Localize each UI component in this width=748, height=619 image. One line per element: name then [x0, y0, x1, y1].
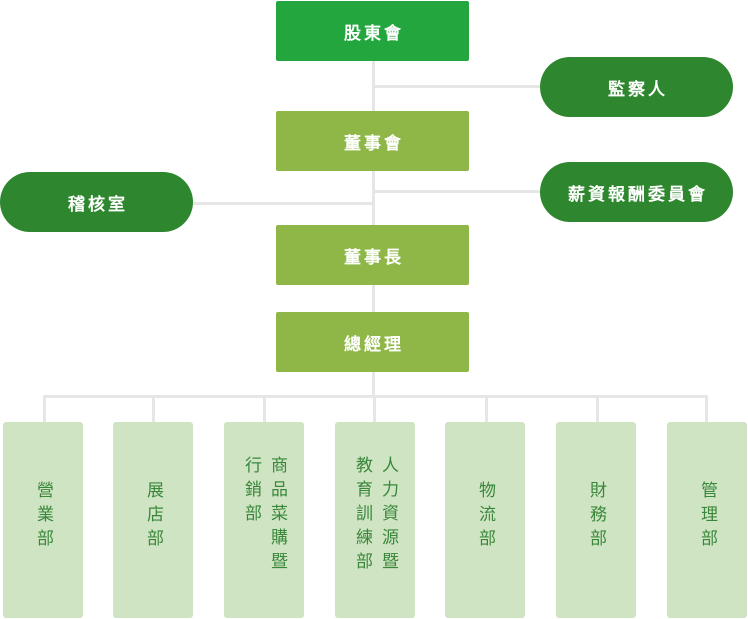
department-label: 管理部 — [697, 481, 717, 553]
department-logistics[interactable]: 物流部 — [445, 422, 525, 618]
department-label: 財務部 — [586, 481, 606, 553]
node-label: 董事會 — [344, 133, 404, 154]
connector-dept-drop — [596, 395, 599, 422]
department-label: 人力資源暨教育訓練部 — [352, 456, 398, 576]
node-supervisors[interactable]: 監察人 — [540, 57, 733, 117]
connector-dept-drop — [705, 395, 708, 422]
node-general-manager[interactable]: 總經理 — [276, 312, 469, 372]
node-audit-office[interactable]: 稽核室 — [0, 172, 193, 232]
connector-supervisors — [375, 85, 541, 88]
node-label: 監察人 — [608, 79, 668, 100]
node-shareholders-meeting[interactable]: 股東會 — [276, 1, 469, 61]
connector-dept-drop — [373, 395, 376, 422]
connector-dept-drop — [263, 395, 266, 422]
node-board-of-directors[interactable]: 董事會 — [276, 111, 469, 171]
node-label: 股東會 — [344, 23, 404, 44]
department-merchandising-marketing[interactable]: 商品菜購暨行銷部 — [224, 422, 304, 618]
connector-audit-office — [192, 202, 373, 205]
department-label: 商品菜購暨行銷部 — [241, 456, 287, 576]
department-administration[interactable]: 管理部 — [667, 422, 747, 618]
department-store-expansion[interactable]: 展店部 — [113, 422, 193, 618]
connector-dept-drop — [485, 395, 488, 422]
node-label: 總經理 — [344, 334, 404, 355]
node-label: 薪資報酬委員會 — [568, 184, 708, 205]
connector-dept-drop — [152, 395, 155, 422]
node-label: 董事長 — [344, 247, 404, 268]
department-label: 展店部 — [143, 481, 163, 553]
node-compensation-committee[interactable]: 薪資報酬委員會 — [540, 162, 733, 222]
department-label: 物流部 — [475, 481, 495, 553]
department-sales[interactable]: 營業部 — [3, 422, 83, 618]
node-chairman[interactable]: 董事長 — [276, 225, 469, 285]
connector-dept-drop — [43, 395, 46, 422]
department-finance[interactable]: 財務部 — [556, 422, 636, 618]
connector-compensation-committee — [375, 190, 541, 193]
department-hr-training[interactable]: 人力資源暨教育訓練部 — [335, 422, 415, 618]
node-label: 稽核室 — [68, 194, 128, 215]
department-label: 營業部 — [33, 481, 53, 553]
